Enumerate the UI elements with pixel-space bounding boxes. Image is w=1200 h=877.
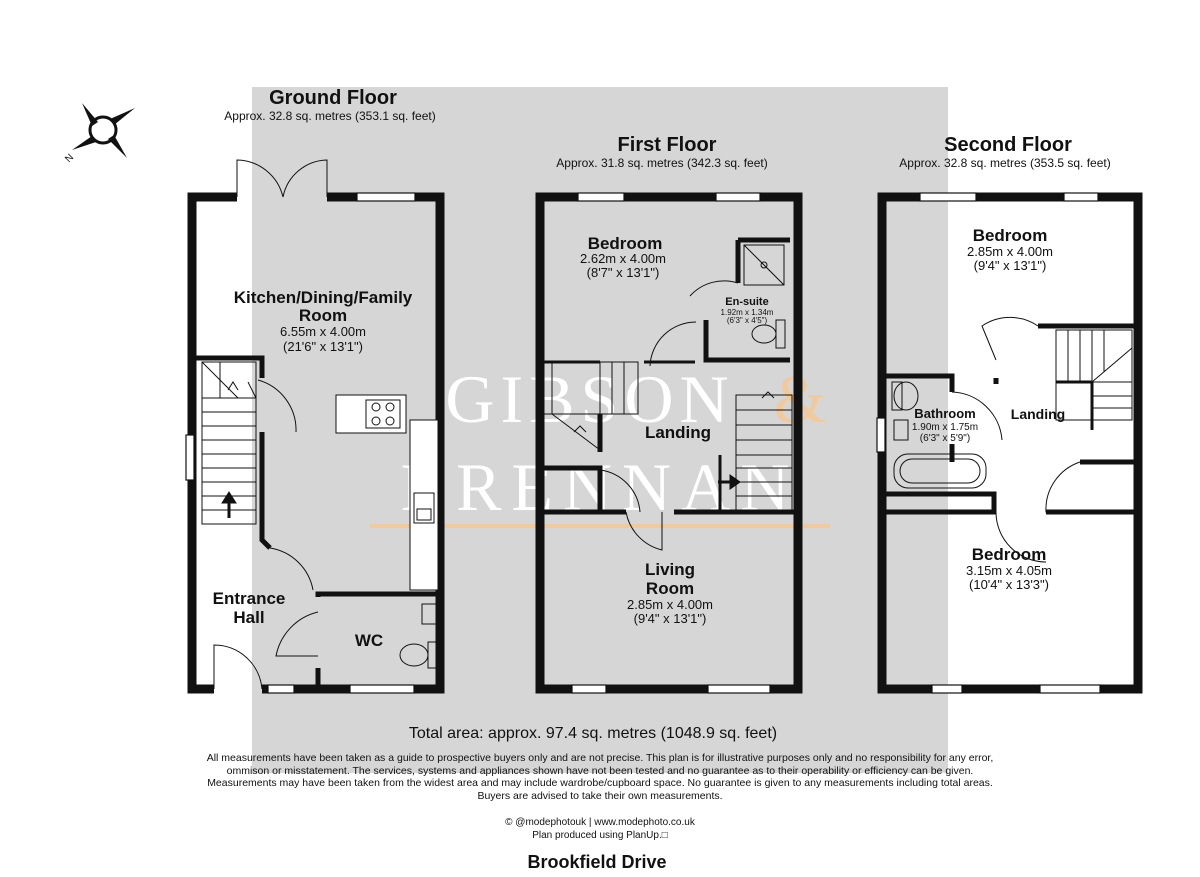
bathroom-name: Bathroom [914, 406, 976, 421]
bedroom2-imperial: (9'4" x 13'1") [973, 258, 1047, 273]
credit-line2: Plan produced using PlanUp.□ [532, 830, 668, 841]
kitchen-name-line2: Room [298, 306, 348, 325]
entrance-name-line2: Hall [233, 608, 265, 627]
ensuite-metric: 1.92m x 1.34m [720, 308, 774, 317]
compass-icon: N [63, 103, 135, 165]
bedroom3-name: Bedroom [971, 545, 1047, 564]
disclaimer: All measurements have been taken as a gu… [206, 752, 994, 802]
landing1-name: Landing [644, 423, 712, 442]
bathroom-imperial: (6'3" x 5'9") [919, 433, 971, 444]
living-name-line1: Living [644, 560, 696, 579]
entrance-name-line1: Entrance [212, 589, 286, 608]
landing2-name: Landing [1010, 406, 1066, 422]
bedroom1-metric: 2.62m x 4.00m [580, 251, 666, 266]
second-floor-plan [876, 192, 1143, 694]
ground-floor-title: Ground Floor [269, 87, 397, 109]
bathroom-metric: 1.90m x 1.75m [911, 422, 979, 433]
first-floor-plan [535, 192, 803, 694]
bedroom2-name: Bedroom [972, 226, 1048, 245]
ensuite-imperial: (6'3" x 4'5") [726, 316, 768, 325]
ensuite-name: En-suite [725, 296, 769, 308]
bedroom3-imperial: (10'4" x 13'3") [969, 577, 1049, 592]
bedroom1-name: Bedroom [587, 234, 663, 253]
second-floor-area: Approx. 32.8 sq. metres (353.5 sq. feet) [899, 156, 1111, 170]
kitchen-imperial: (21'6" x 13'1") [283, 339, 363, 354]
second-floor-title: Second Floor [944, 134, 1072, 156]
compass-north-label: N [63, 152, 76, 165]
first-floor-title: First Floor [617, 134, 717, 156]
total-area: Total area: approx. 97.4 sq. metres (104… [408, 725, 778, 742]
living-metric: 2.85m x 4.00m [627, 597, 713, 612]
bedroom3-metric: 3.15m x 4.05m [966, 563, 1052, 578]
first-floor-area: Approx. 31.8 sq. metres (342.3 sq. feet) [556, 156, 768, 170]
bedroom1-imperial: (8'7" x 13'1") [586, 265, 660, 280]
kitchen-name-line1: Kitchen/Dining/Family [233, 288, 413, 307]
street-name: Brookfield Drive [527, 852, 667, 872]
credit-line1: © @modephotouk | www.modephoto.co.uk [505, 817, 695, 828]
living-imperial: (9'4" x 13'1") [633, 611, 707, 626]
watermark-rule [370, 524, 830, 528]
bedroom2-metric: 2.85m x 4.00m [967, 244, 1053, 259]
living-name-line2: Room [645, 579, 695, 598]
watermark-line1: GIBSON [445, 361, 734, 437]
ground-floor-area: Approx. 32.8 sq. metres (353.1 sq. feet) [224, 109, 436, 123]
ground-floor-plan [185, 159, 445, 694]
wc-name: WC [354, 631, 384, 650]
kitchen-metric: 6.55m x 4.00m [280, 324, 366, 339]
